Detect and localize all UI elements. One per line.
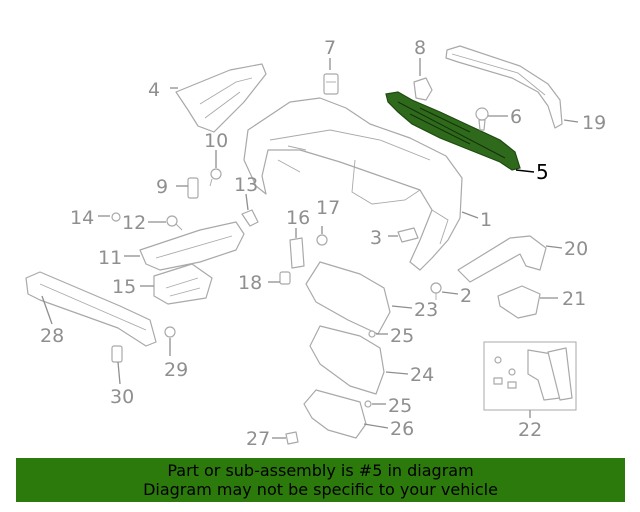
part-30-bracket[interactable] [111,345,123,363]
callout-13: 13 [234,174,258,196]
callout-25-b: 25 [388,395,412,417]
callout-5: 5 [536,160,549,184]
part-29-bolt[interactable] [164,326,176,338]
part-23-lower-panel[interactable] [305,261,391,335]
part-13-clip[interactable] [241,209,259,227]
callout-15: 15 [112,276,136,298]
callout-11: 11 [98,247,122,269]
callout-30: 30 [110,386,134,408]
callout-29: 29 [164,359,188,381]
callout-21: 21 [562,288,586,310]
part-8-clip[interactable] [413,77,433,101]
callout-1: 1 [480,209,492,231]
callout-6: 6 [510,106,522,128]
part-2-bolt[interactable] [430,282,442,300]
part-1-bumper-cover[interactable] [243,97,463,271]
callout-17: 17 [316,197,340,219]
part-28-impact-bar[interactable] [25,271,157,347]
callout-10: 10 [204,130,228,152]
part-12-bolt[interactable] [166,215,183,231]
part-25-clip-a[interactable] [368,330,376,338]
callout-27: 27 [246,428,270,450]
part-4-bracket[interactable] [175,63,267,133]
leader-lines [41,58,579,439]
part-10-screw[interactable] [209,168,222,187]
callout-9: 9 [156,176,168,198]
part-24-lower-panel[interactable] [309,325,385,395]
callout-8: 8 [414,37,426,59]
part-17-bolt[interactable] [316,234,328,246]
part-27-clip[interactable] [285,431,299,445]
part-20-bracket[interactable] [457,235,547,283]
part-16-bracket[interactable] [289,237,305,269]
callout-labels: 1 2 3 4 5 6 7 8 9 10 11 12 13 14 15 16 1… [40,37,606,450]
part-9-bracket[interactable] [187,177,199,199]
part-15-bracket[interactable] [153,263,213,305]
callout-3: 3 [370,227,382,249]
callout-7: 7 [324,37,336,59]
callout-26: 26 [390,418,414,440]
footer-banner: Part or sub-assembly is #5 in diagram Di… [16,458,625,502]
callout-23: 23 [414,299,438,321]
part-3-clip[interactable] [397,227,419,243]
callout-2: 2 [460,285,472,307]
callout-16: 16 [286,207,310,229]
callout-24: 24 [410,364,434,386]
footer-line-1: Part or sub-assembly is #5 in diagram [167,461,474,480]
callout-28: 28 [40,325,64,347]
part-5-reinforcement-highlighted[interactable] [385,91,521,171]
callout-20: 20 [564,238,588,260]
callout-4: 4 [148,79,160,101]
part-6-bolt[interactable] [475,107,489,131]
part-25-clip-b[interactable] [364,400,372,408]
callout-22: 22 [518,419,542,441]
part-19-trim-strip[interactable] [445,45,563,129]
callout-25-a: 25 [390,325,414,347]
part-21-bracket[interactable] [497,285,541,319]
part-26-shield[interactable] [303,389,367,439]
callout-19: 19 [582,112,606,134]
part-18-clip[interactable] [279,271,291,285]
part-11-side-bracket[interactable] [139,221,245,271]
callout-18: 18 [238,272,262,294]
callout-14: 14 [70,207,94,229]
part-14-grommet[interactable] [111,212,121,222]
part-22-mud-flap-kit[interactable] [483,341,577,411]
part-7-clip[interactable] [323,73,339,95]
callout-12: 12 [122,212,146,234]
footer-line-2: Diagram may not be specific to your vehi… [143,480,498,499]
